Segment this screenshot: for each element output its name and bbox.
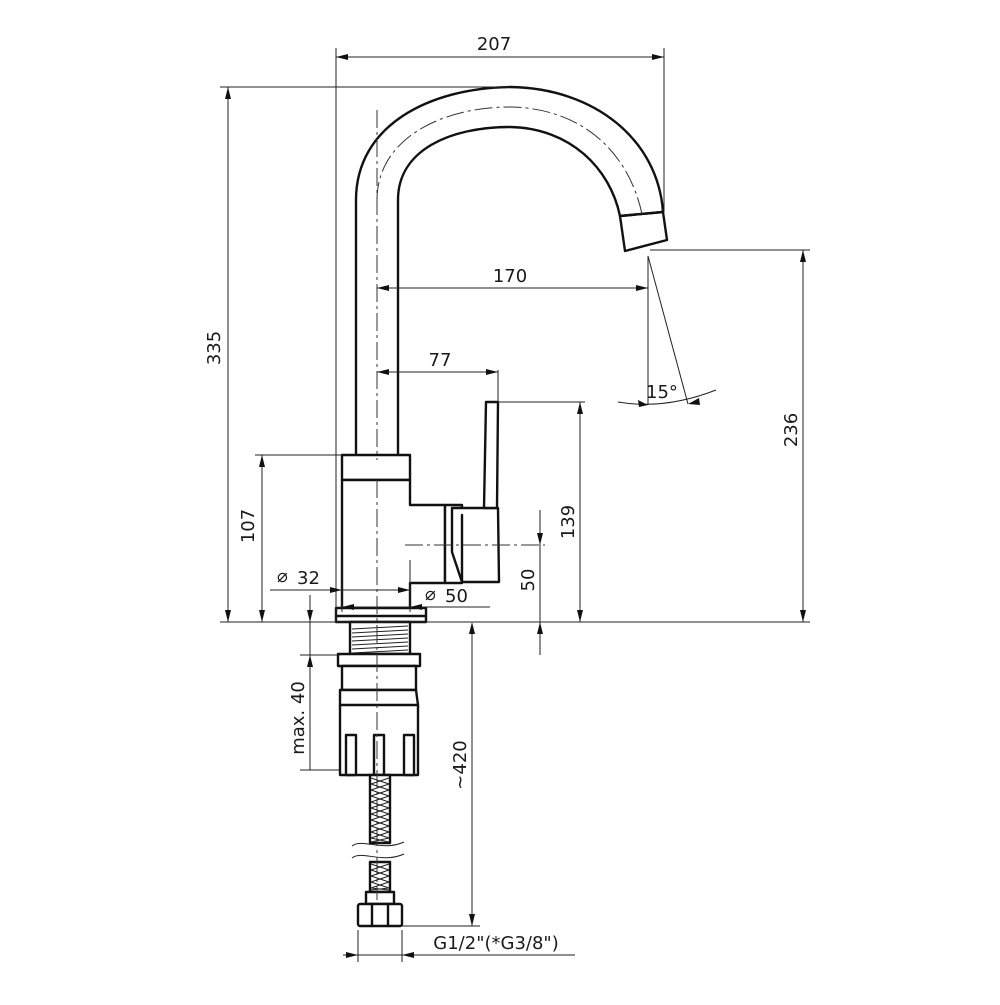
label-overall-width: 207 — [477, 34, 511, 55]
label-spout-outlet-height: 236 — [781, 413, 802, 447]
braid-line — [370, 887, 390, 891]
thread-line — [351, 641, 409, 646]
hose-fitting-nut — [356, 902, 404, 928]
thread-line — [351, 649, 409, 654]
thread-line — [351, 637, 409, 642]
braid-line — [370, 819, 390, 827]
faucet-outline — [334, 85, 669, 928]
mounting-ring — [340, 664, 418, 692]
label-max-countertop: max. 40 — [288, 681, 309, 755]
braid-line — [370, 777, 390, 785]
braid-line — [370, 837, 390, 843]
braid-line — [370, 863, 390, 871]
label-diameter-symbol-50: ⌀ — [425, 584, 436, 605]
threaded-shank — [348, 620, 412, 656]
braid-line — [370, 831, 390, 839]
thread-line — [351, 645, 409, 650]
dimension-lines — [227, 56, 804, 956]
nut-tab-left — [344, 733, 358, 777]
mounting-washer — [336, 652, 422, 668]
spout-arc-centerline — [376, 106, 643, 215]
arrowheads — [225, 54, 806, 958]
braid-line — [370, 875, 390, 883]
braid-line — [370, 825, 390, 833]
braid-line — [370, 869, 390, 877]
nut-tab-right — [402, 733, 416, 777]
braid-line — [370, 801, 390, 809]
hose-ferrule — [364, 890, 396, 906]
dim-arc-15deg — [617, 389, 717, 405]
thread-line — [351, 625, 409, 630]
label-overall-height: 335 — [204, 331, 225, 365]
extension-lines — [220, 48, 810, 962]
label-spout-reach: 170 — [493, 266, 527, 287]
braided-hose — [351, 773, 405, 894]
label-base-diameter: 50 — [445, 586, 468, 607]
label-spout-angle: 15° — [646, 382, 678, 403]
label-hose-length: ~420 — [450, 740, 471, 789]
braid-line — [370, 789, 390, 797]
center-lines — [376, 106, 643, 900]
label-hose-thread: G1/2"(*G3/8") — [433, 933, 558, 954]
braid-line — [370, 881, 390, 889]
braid-line — [370, 807, 390, 815]
label-body-height: 107 — [238, 509, 259, 543]
label-lever-offset: 77 — [429, 350, 452, 371]
label-lever-height: 139 — [558, 505, 579, 539]
label-body-diameter: 32 — [297, 568, 320, 589]
nut-tab-center — [372, 733, 386, 777]
dimension-labels: 207 335 170 77 15° 236 139 107 ⌀ 32 ⌀ 50… — [204, 34, 802, 954]
spout-aerator — [618, 210, 669, 253]
spout-collar — [340, 453, 412, 482]
spout-inner-edge — [396, 125, 622, 457]
handle-lever — [482, 400, 500, 510]
thread-line — [351, 629, 409, 634]
braid-line — [370, 783, 390, 791]
braid-line — [370, 795, 390, 803]
thread-line — [351, 633, 409, 638]
label-cartridge-center-height: 50 — [518, 569, 539, 592]
label-diameter-symbol-32: ⌀ — [277, 566, 288, 587]
braid-line — [370, 813, 390, 821]
